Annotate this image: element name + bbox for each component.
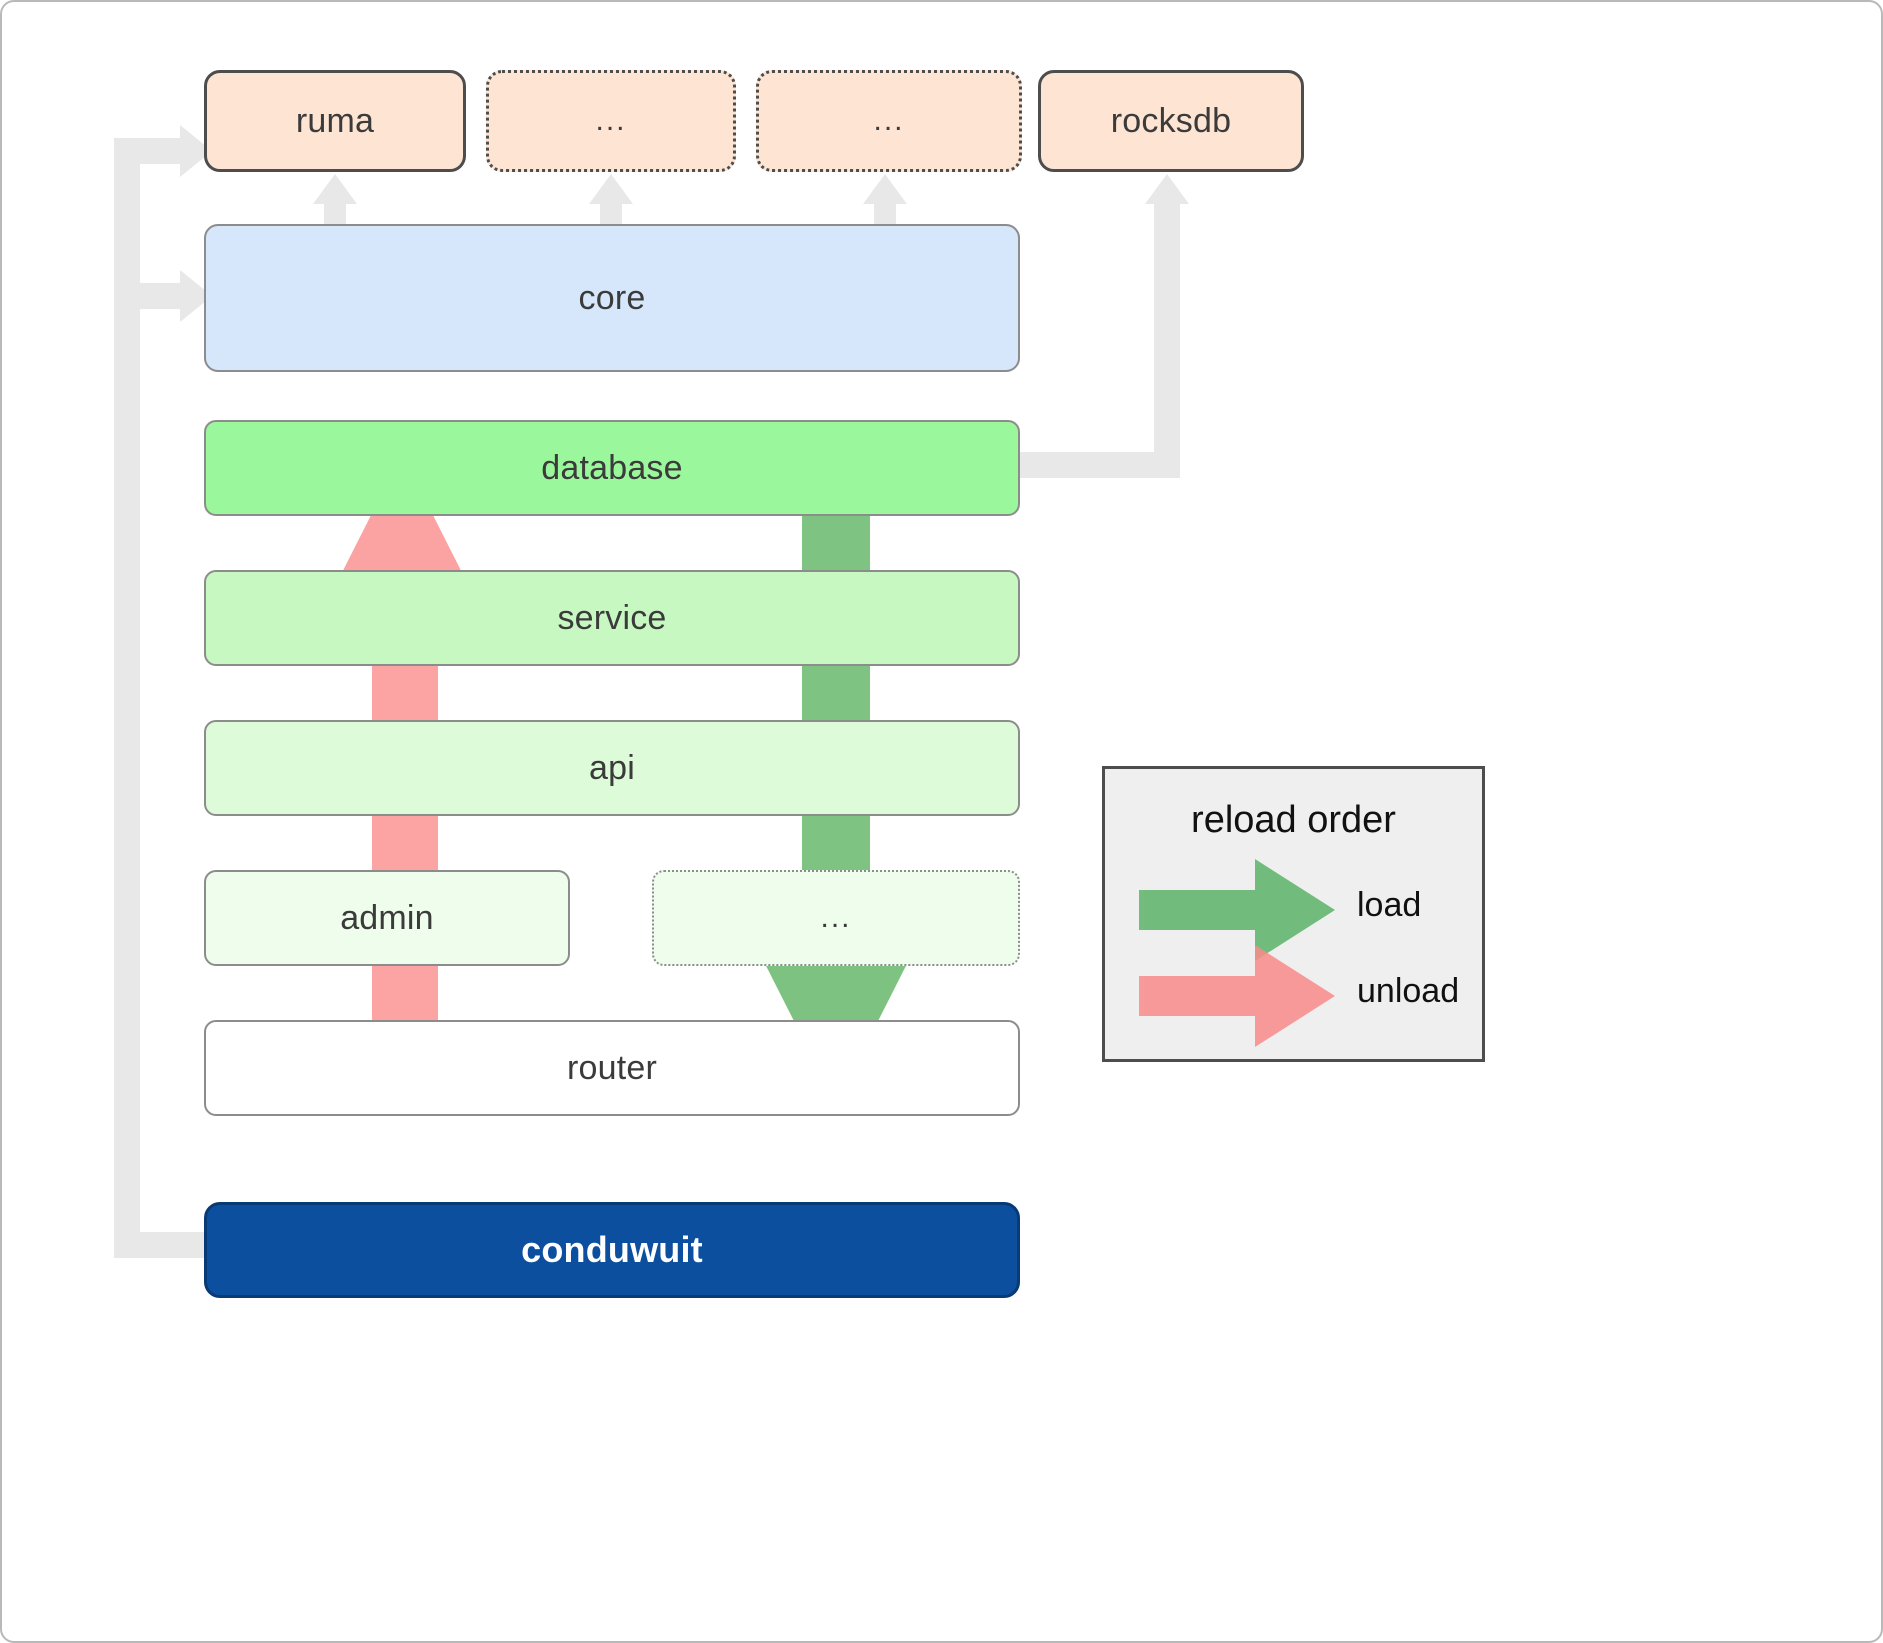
dep-box-rocksdb[interactable]: rocksdb (1038, 70, 1304, 172)
dep-box-rocksdb-label: rocksdb (1110, 101, 1232, 140)
layer-box-core-label: core (578, 278, 646, 317)
connector-arrowhead-up-rocksdb (1145, 174, 1189, 204)
layer-box-admin[interactable]: admin (204, 870, 570, 966)
layer-box-placeholder[interactable]: ... (652, 870, 1020, 966)
dep-box-ruma[interactable]: ruma (204, 70, 466, 172)
layer-box-admin-label: admin (340, 898, 434, 937)
layer-box-core[interactable]: core (204, 224, 1020, 372)
layer-box-database[interactable]: database (204, 420, 1020, 516)
layer-box-api[interactable]: api (204, 720, 1020, 816)
dep-box-ruma-label: ruma (295, 101, 375, 140)
layer-box-service-label: service (557, 598, 667, 637)
layer-box-router-label: router (566, 1048, 658, 1087)
connector-left-to-ruma (114, 138, 184, 164)
connector-arrowhead-up-dep2 (589, 174, 633, 204)
layer-box-database-label: database (541, 448, 683, 487)
legend-arrows (1139, 859, 1335, 1047)
legend-unload-arrow (1139, 945, 1335, 1047)
connector-arrowhead-up-dep3 (863, 174, 907, 204)
connector-left-vertical (114, 138, 140, 1258)
legend-panel: reload order load unload (1102, 766, 1485, 1062)
layer-box-placeholder-label: ... (820, 901, 852, 934)
connector-left-to-core (114, 283, 184, 309)
app-box-conduwuit-label: conduwuit (521, 1229, 703, 1270)
layer-box-service[interactable]: service (204, 570, 1020, 666)
connector-db-to-rocksdb-vertical (1154, 200, 1180, 478)
legend-label-unload: unload (1357, 972, 1460, 1010)
dep-box-placeholder-1[interactable]: ... (486, 70, 736, 172)
dep-box-placeholder-2[interactable]: ... (756, 70, 1022, 172)
dep-box-placeholder-1-label: ... (595, 104, 627, 137)
app-box-conduwuit[interactable]: conduwuit (204, 1202, 1020, 1298)
connector-arrowhead-up-ruma (313, 174, 357, 204)
legend-load-arrow (1139, 859, 1335, 961)
legend-title: reload order (1191, 799, 1396, 841)
legend-label-load: load (1357, 886, 1422, 924)
layer-box-router[interactable]: router (204, 1020, 1020, 1116)
dep-box-placeholder-2-label: ... (873, 104, 905, 137)
layer-box-api-label: api (589, 748, 635, 787)
connector-db-to-rocksdb-horizontal (1020, 452, 1180, 478)
